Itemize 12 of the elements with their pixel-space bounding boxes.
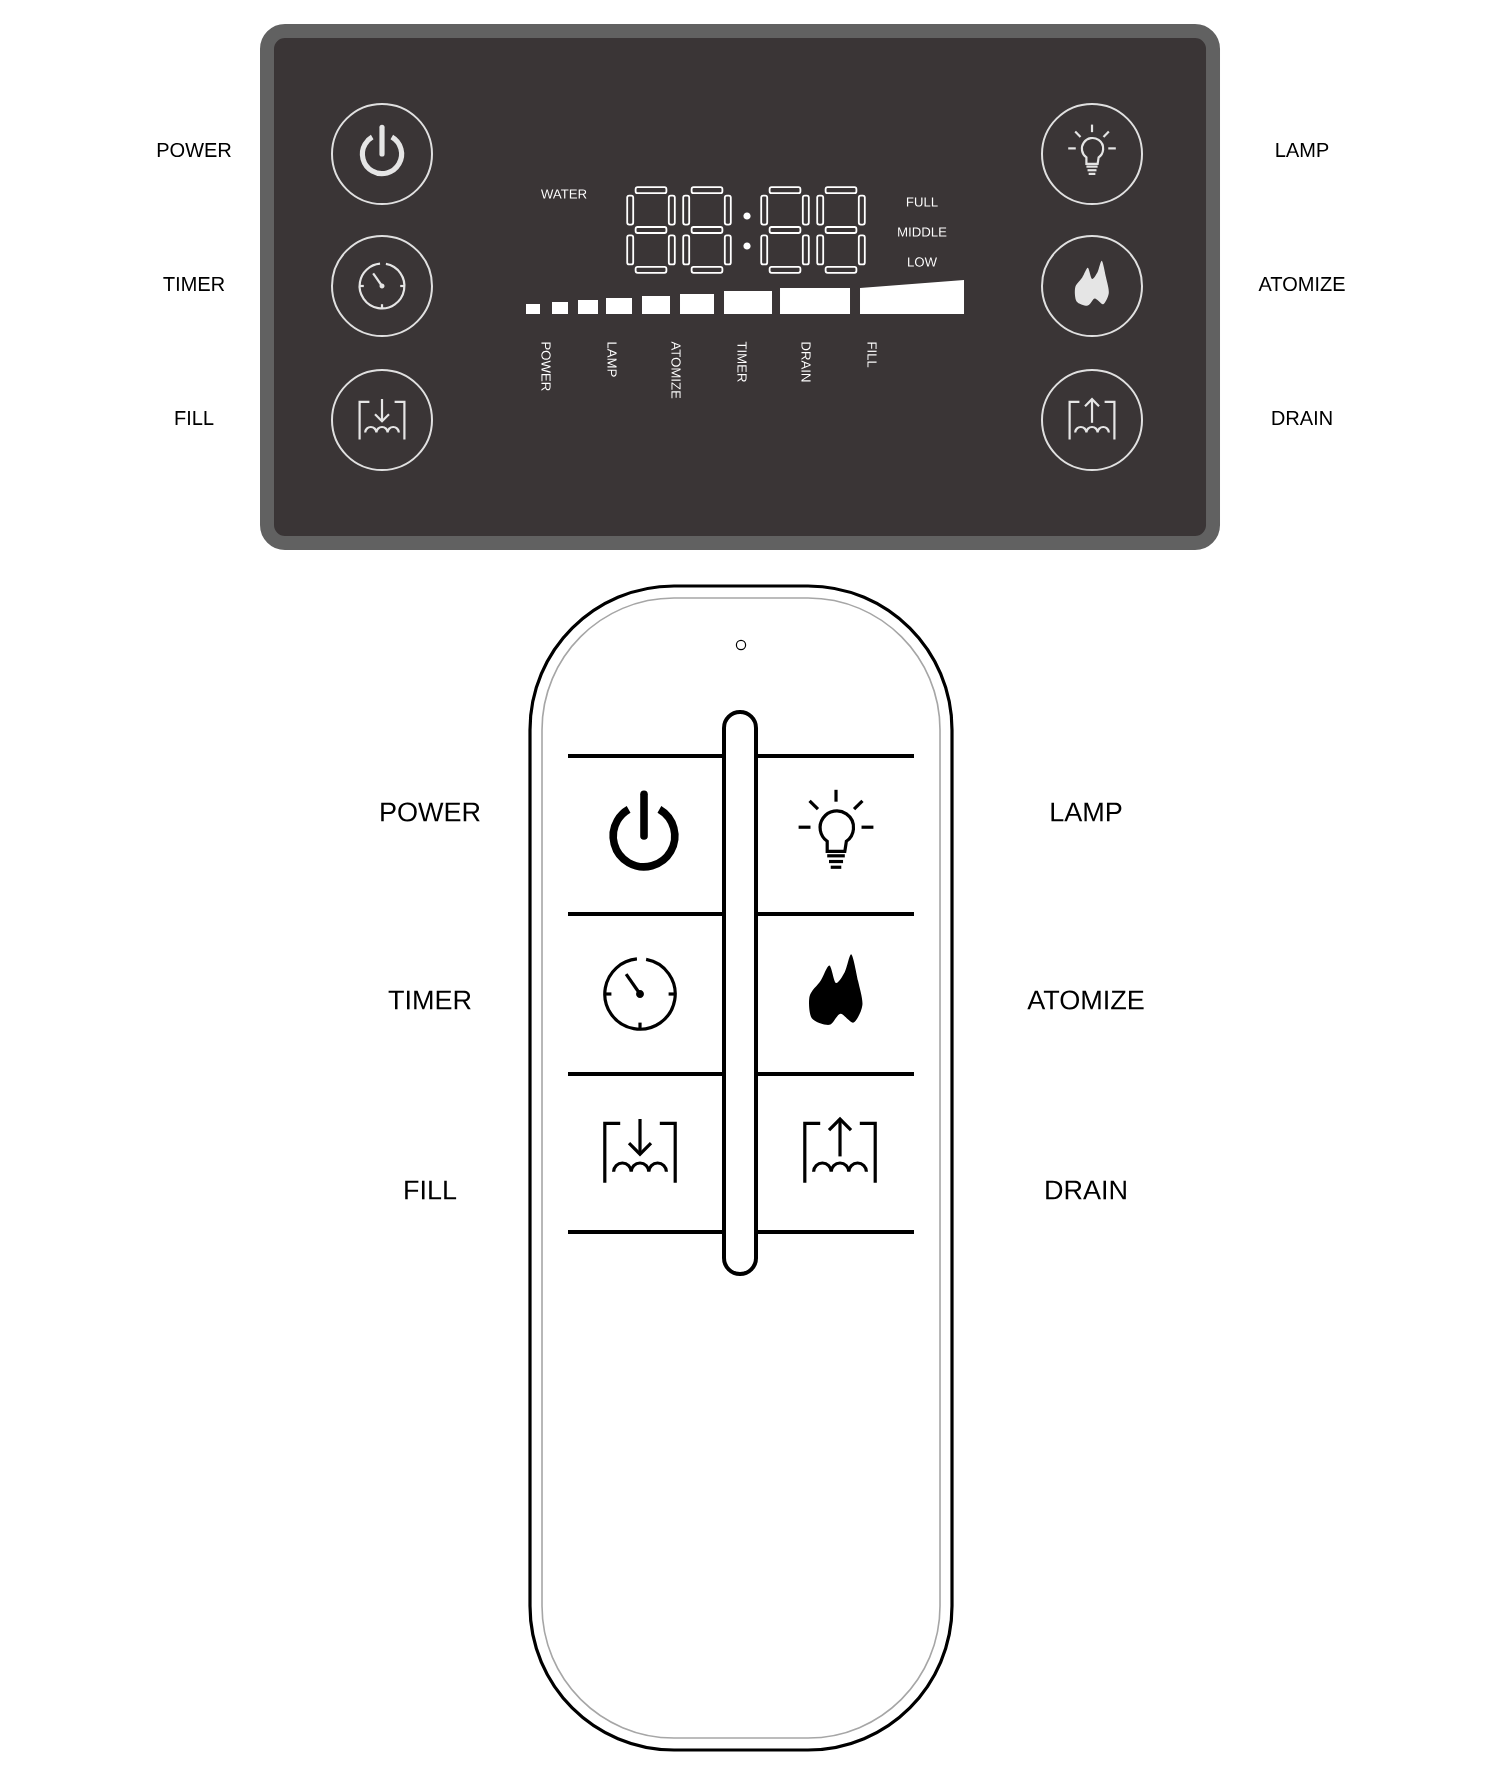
button-label: TIMER (388, 990, 471, 1010)
button-label: ATOMIZE (1258, 276, 1345, 292)
button-label: DRAIN (1272, 411, 1332, 425)
button-label: ATOMIZE (1027, 990, 1144, 1010)
button-label: FILL (175, 411, 214, 425)
button-label: POWER (381, 802, 480, 822)
button-label: TIMER (163, 277, 225, 291)
button-label: FILL (405, 1180, 457, 1200)
button-label: LAMP (1276, 143, 1329, 157)
button-label: POWER (157, 142, 231, 158)
button-label: LAMP (1051, 802, 1122, 822)
button-label: DRAIN (1046, 1180, 1126, 1200)
